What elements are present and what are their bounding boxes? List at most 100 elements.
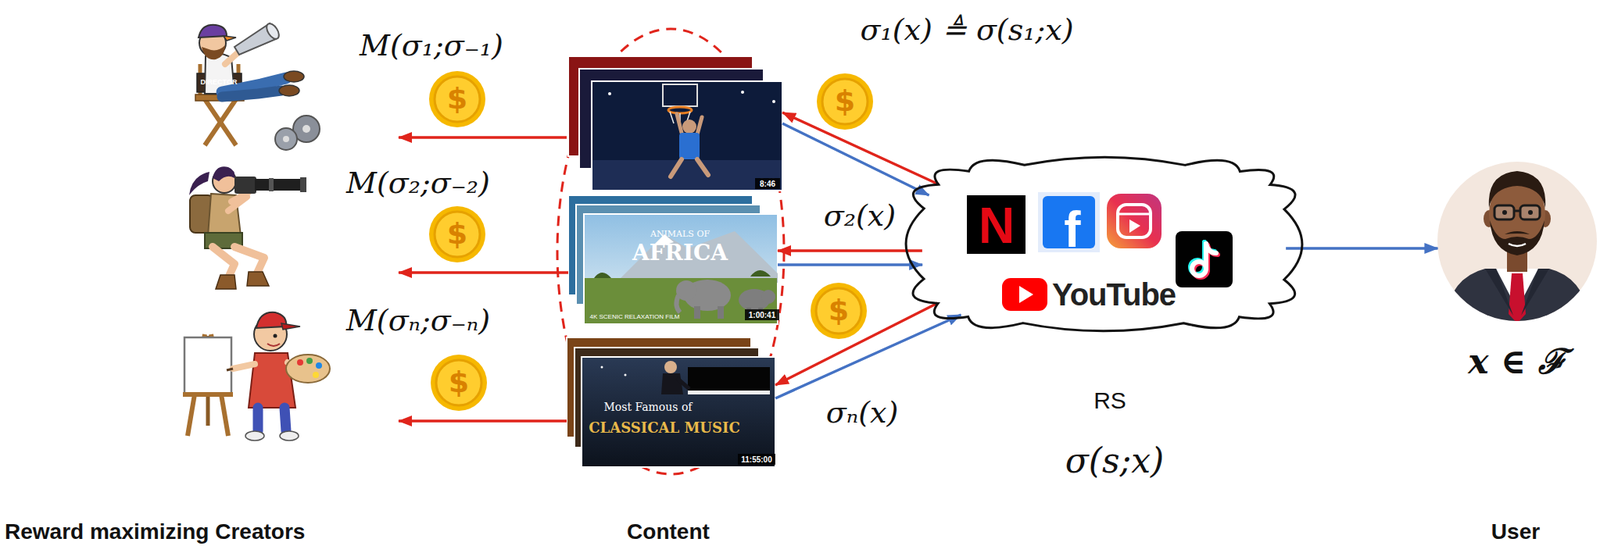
flow-arrow bbox=[782, 112, 939, 185]
piano-thumbnail bbox=[566, 337, 776, 468]
painter-illustration bbox=[257, 408, 287, 432]
payoff-label: M(σ₂;σ₋₂) bbox=[346, 167, 491, 201]
coin-symbol: $ bbox=[447, 82, 468, 116]
coins bbox=[430, 354, 487, 412]
coins bbox=[429, 71, 486, 128]
photographer-illustration bbox=[212, 166, 235, 182]
payoff-label: M(σ₁;σ₋₁) bbox=[359, 29, 504, 63]
user-avatar bbox=[1504, 231, 1530, 235]
creator-figure: M(σ₁;σ₋₁)DIRECTOR bbox=[184, 18, 399, 151]
platform-logos bbox=[1117, 204, 1151, 238]
basketball-thumbnail bbox=[682, 119, 697, 134]
director-illustration bbox=[204, 99, 237, 146]
platform-logos bbox=[1191, 261, 1207, 276]
payoff-label: M(σₙ;σ₋ₙ) bbox=[346, 304, 491, 338]
piano-thumbnail bbox=[624, 374, 627, 377]
content-stack: ANIMALS OFAFRICA4K SCENIC RELAXATION FIL… bbox=[568, 195, 778, 325]
user-avatar bbox=[1442, 268, 1592, 329]
thumbnail-title: ANIMALS OF bbox=[650, 229, 710, 240]
coins bbox=[434, 211, 480, 258]
section-heading: Content bbox=[626, 520, 710, 545]
platform-logos bbox=[1002, 278, 1048, 312]
coins bbox=[434, 76, 480, 122]
user-avatar bbox=[1437, 161, 1597, 329]
platform-logos bbox=[966, 192, 1233, 312]
director-illustration bbox=[221, 90, 282, 97]
piano-thumbnail bbox=[581, 357, 776, 468]
photographer-illustration bbox=[228, 196, 247, 212]
painter-illustration bbox=[232, 364, 255, 369]
basketball-thumbnail bbox=[568, 56, 783, 191]
coins bbox=[816, 288, 862, 334]
user-avatar bbox=[1528, 210, 1533, 215]
edge-formula: σ₁(x) ≜ σ(s₁;x) bbox=[860, 14, 1074, 47]
basketball-thumbnail bbox=[670, 159, 709, 177]
basketball-thumbnail bbox=[662, 84, 698, 107]
duration-badge: 1:00:41 bbox=[748, 311, 776, 320]
cloud-outline bbox=[905, 157, 1303, 332]
africa-thumbnail bbox=[594, 270, 771, 279]
content-ellipse bbox=[557, 28, 784, 475]
formula-label: x ∈ ℱ bbox=[1467, 343, 1566, 381]
coins bbox=[436, 360, 482, 406]
flow-arrow bbox=[775, 314, 961, 399]
painter-illustration bbox=[182, 392, 233, 398]
coin-symbol: $ bbox=[828, 294, 849, 328]
coin-symbol: $ bbox=[448, 366, 469, 400]
chair-text: DIRECTOR bbox=[200, 78, 238, 87]
painter-illustration bbox=[184, 337, 232, 394]
director-illustration bbox=[283, 71, 305, 83]
platform-logos bbox=[1191, 243, 1217, 276]
director-illustration bbox=[198, 25, 227, 38]
painter-illustration bbox=[297, 359, 304, 366]
basketball-thumbnail bbox=[608, 92, 612, 96]
coin-symbol: $ bbox=[834, 85, 856, 119]
user-avatar bbox=[1489, 171, 1546, 208]
coins bbox=[429, 71, 874, 412]
section-heading: Reward maximizing Creators bbox=[4, 520, 305, 545]
content-ellipse bbox=[557, 28, 784, 475]
piano-thumbnail bbox=[601, 366, 604, 369]
piano-thumbnail bbox=[687, 367, 770, 391]
formula-label: σ(s;x) bbox=[1065, 442, 1165, 480]
platform-logos bbox=[1129, 219, 1141, 233]
director-illustration bbox=[302, 125, 311, 133]
africa-thumbnail bbox=[717, 306, 724, 319]
coins bbox=[816, 73, 874, 130]
piano-thumbnail bbox=[687, 390, 770, 395]
flow-arrow bbox=[398, 419, 567, 423]
africa-thumbnail bbox=[761, 289, 776, 305]
thumbnail-title: CLASSICAL MUSIC bbox=[588, 420, 741, 437]
platform-logos bbox=[1106, 193, 1162, 249]
user-avatar bbox=[1494, 205, 1515, 220]
basketball-thumbnail bbox=[676, 114, 702, 135]
user-avatar bbox=[1502, 210, 1507, 215]
flow-arrow bbox=[1285, 246, 1438, 251]
piano-thumbnail bbox=[664, 361, 677, 374]
piano-thumbnail bbox=[661, 373, 684, 395]
africa-thumbnail bbox=[568, 195, 780, 325]
basketball-thumbnail bbox=[755, 178, 781, 190]
flow-arrow bbox=[782, 123, 929, 196]
platform-logos bbox=[1175, 231, 1233, 288]
painter-illustration bbox=[245, 431, 265, 441]
director-illustration bbox=[282, 136, 290, 143]
thumbnail-title: Most Famous of bbox=[603, 401, 692, 414]
platform-logos bbox=[966, 195, 1026, 255]
photographer-illustration bbox=[215, 275, 237, 290]
coin-symbol: $ bbox=[447, 218, 468, 251]
recommender-cloud: NfYouTubeRSσ(s;x) bbox=[910, 160, 1298, 329]
director-illustration bbox=[225, 51, 240, 65]
basketball-thumbnail bbox=[668, 107, 692, 114]
painter-illustration bbox=[312, 372, 319, 379]
photographer-illustration bbox=[268, 178, 274, 192]
flow-arrow bbox=[775, 303, 938, 386]
painter-illustration bbox=[182, 312, 330, 441]
basketball-thumbnail bbox=[772, 100, 776, 104]
basketball-thumbnail bbox=[679, 132, 700, 160]
painter-illustration bbox=[315, 362, 323, 369]
africa-thumbnail bbox=[583, 214, 778, 325]
director-illustration bbox=[275, 128, 298, 151]
painter-illustration bbox=[281, 323, 301, 330]
